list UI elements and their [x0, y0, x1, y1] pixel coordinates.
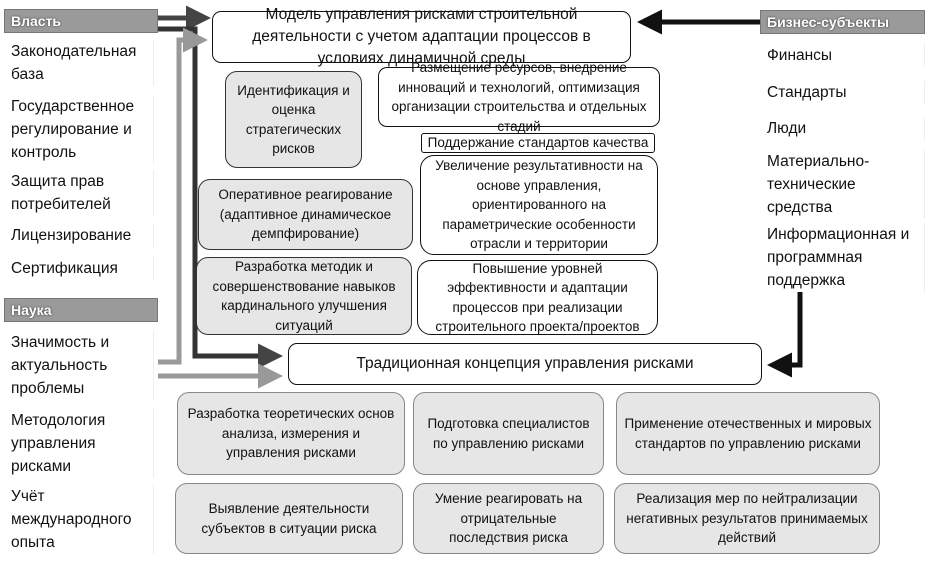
science-item: Значимость и актуальность проблемы	[4, 331, 154, 400]
business-item: Материально-технические средства	[760, 150, 925, 219]
science-item: Учёт международного опыта	[4, 485, 154, 554]
model-block-performance: Увеличение результативности на основе уп…	[420, 155, 658, 255]
traditional-block: Подготовка специалистов по управлению ри…	[413, 392, 604, 475]
arrow-power-to-traditional	[158, 26, 283, 369]
power-item: Сертификация	[4, 257, 154, 280]
model-block-identification: Идентификация и оценка стратегических ри…	[225, 71, 362, 168]
arrow-business-to-traditional	[767, 292, 803, 378]
power-item: Защита прав потребителей	[4, 170, 154, 216]
arrow-science-to-model	[158, 27, 208, 365]
business-item: Финансы	[760, 44, 925, 67]
business-item: Информационная и программная поддержка	[760, 223, 925, 292]
traditional-title-box: Традиционная концепция управления рискам…	[288, 343, 762, 385]
traditional-block: Выявление деятельности субъектов в ситуа…	[175, 483, 403, 554]
model-block-quality: Поддержание стандартов качества	[421, 133, 655, 153]
traditional-block: Применение отечественных и мировых станд…	[616, 392, 880, 475]
model-block-methods: Разработка методик и совершенствование н…	[196, 257, 412, 335]
power-item: Законодательная база	[4, 40, 154, 86]
model-block-resources: Размещение ресурсов, внедрение инноваций…	[378, 60, 660, 134]
model-block-operational: Оперативное реагирование (адаптивное дин…	[198, 179, 413, 250]
science-item: Методология управления рисками	[4, 409, 154, 478]
model-block-efficiency: Повышение уровней эффективности и адапта…	[417, 260, 658, 335]
traditional-block: Реализация мер по нейтрализации негативн…	[614, 483, 880, 554]
power-item: Лицензирование	[4, 224, 154, 247]
business-item: Стандарты	[760, 81, 925, 104]
business-item: Люди	[760, 117, 925, 140]
power-item: Государственное регулирование и контроль	[4, 95, 154, 164]
traditional-block: Умение реагировать на отрицательные посл…	[413, 483, 604, 554]
traditional-block: Разработка теоретических основ анализа, …	[177, 392, 405, 475]
science-header: Наука	[4, 298, 158, 322]
business-header: Бизнес-субъекты	[760, 10, 925, 34]
model-title-box: Модель управления рисками строительной д…	[212, 6, 631, 67]
power-header: Власть	[4, 9, 158, 33]
